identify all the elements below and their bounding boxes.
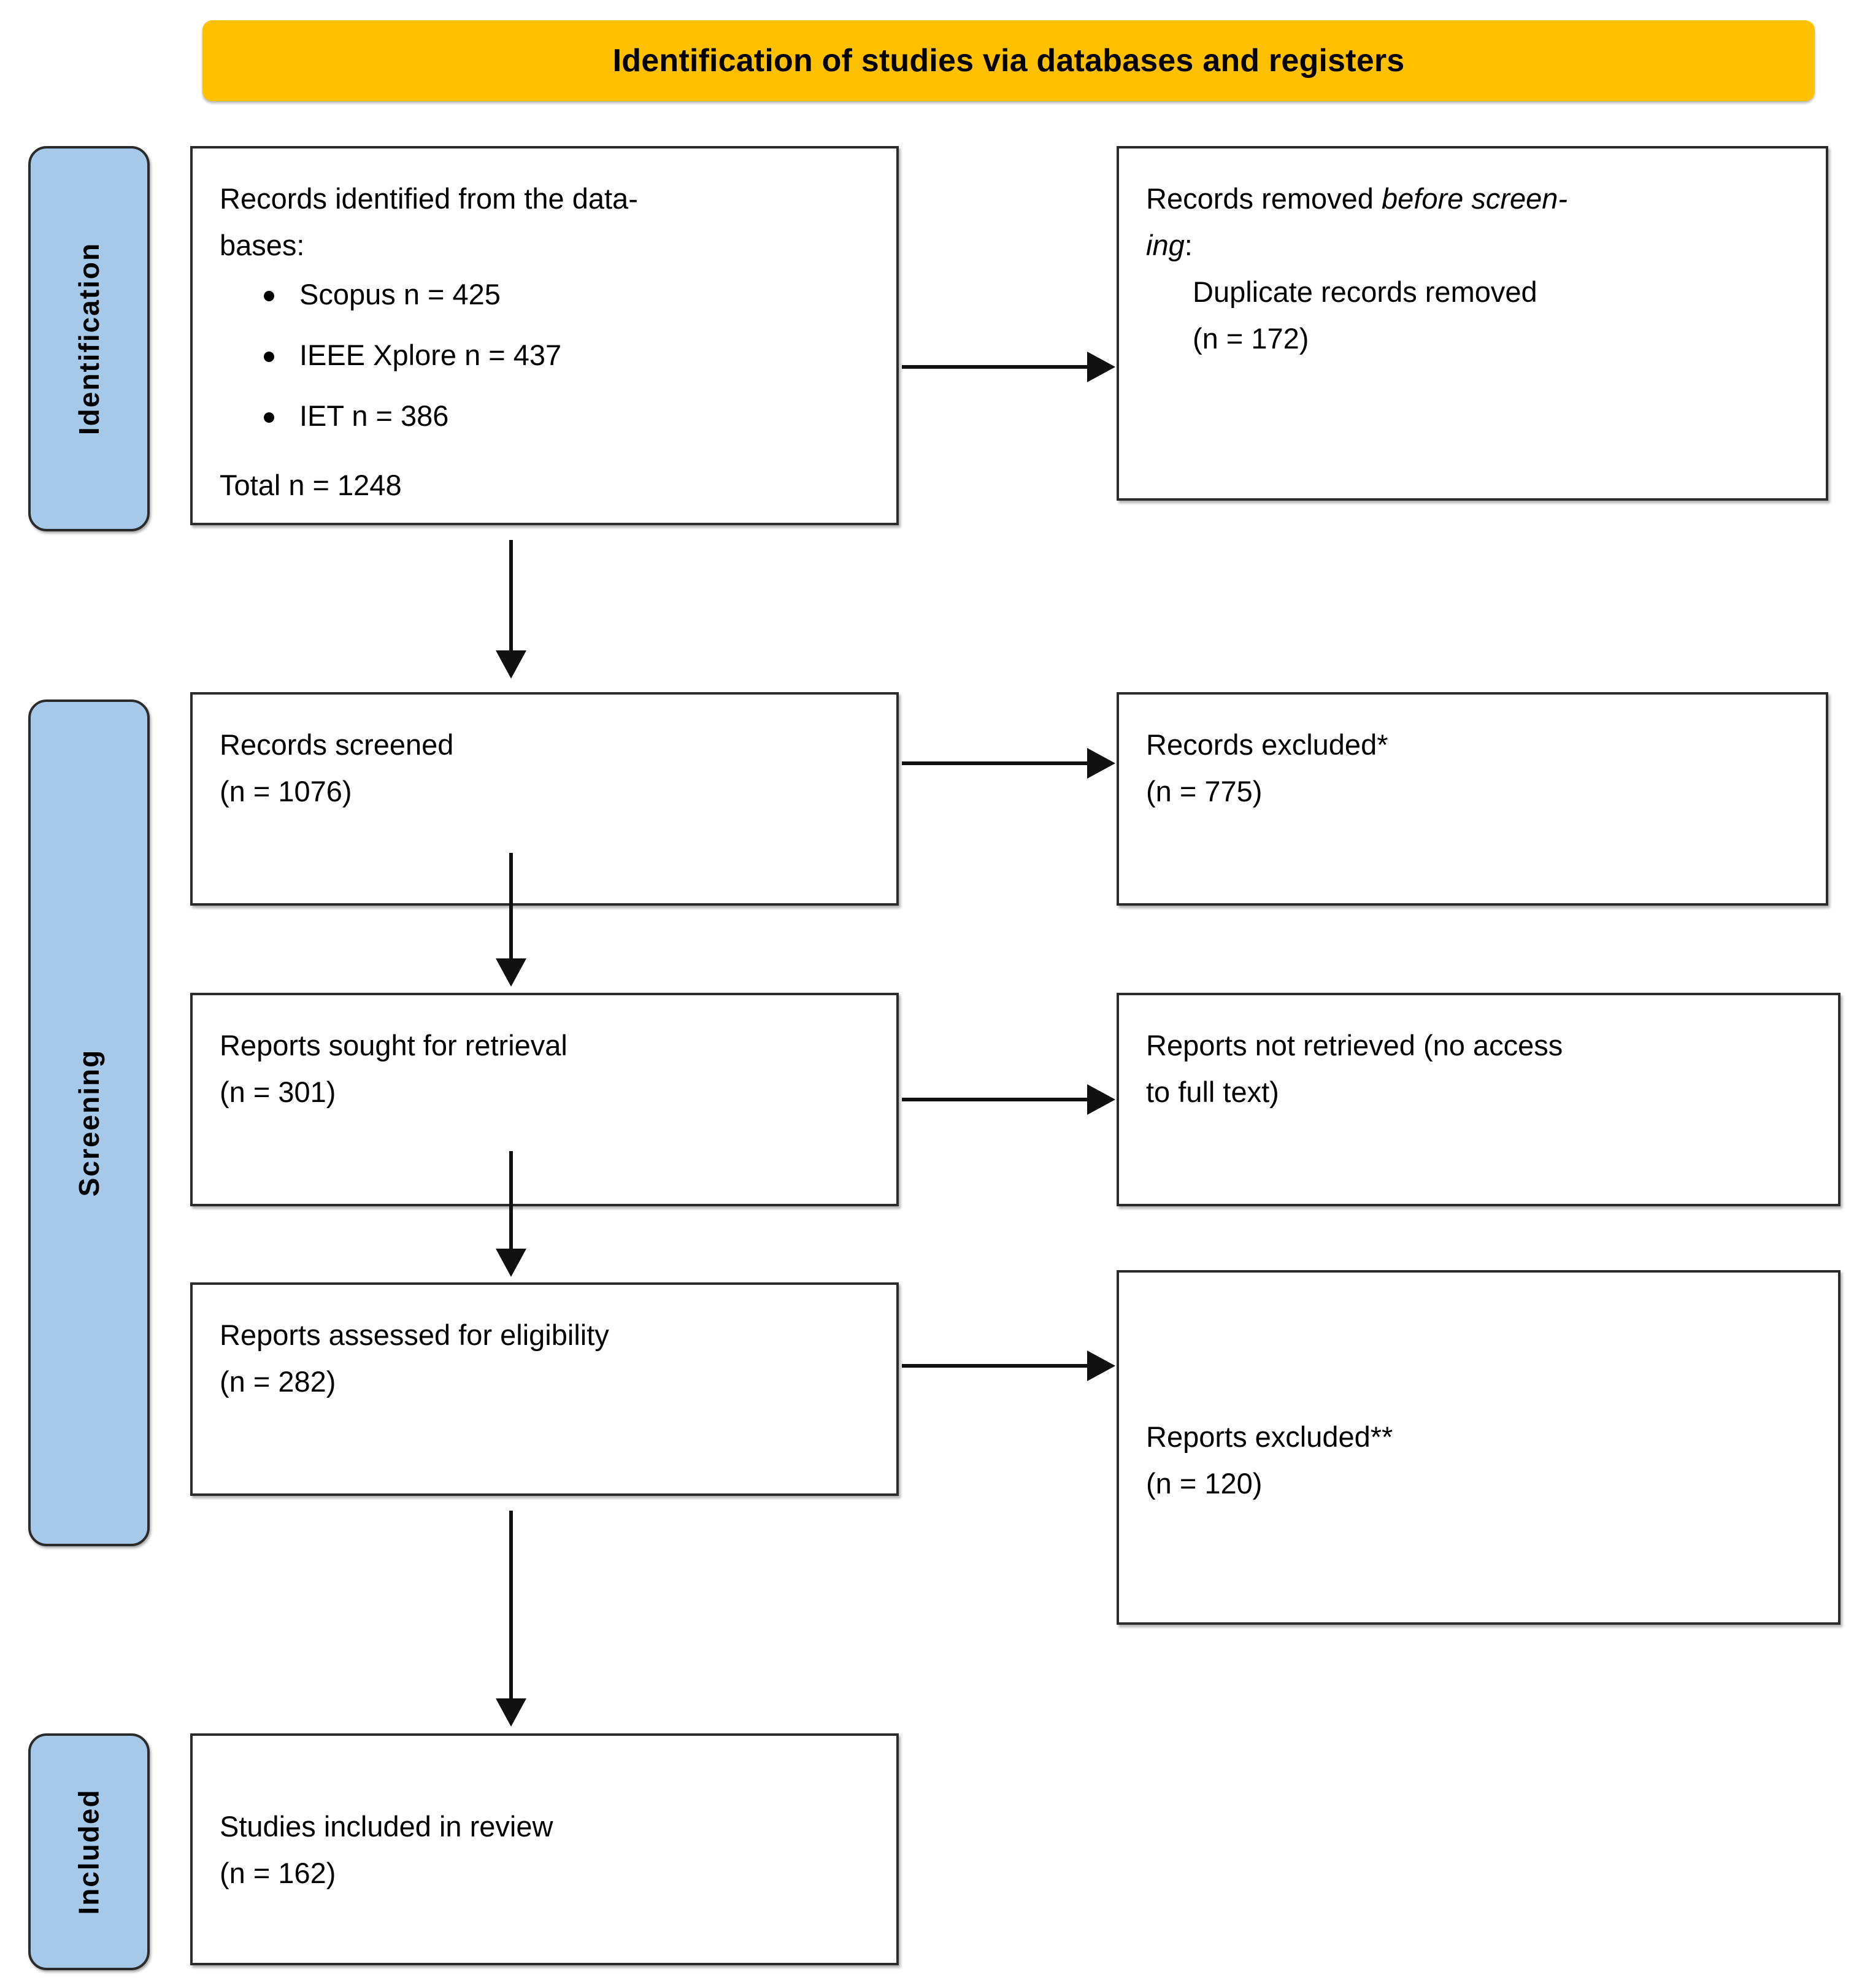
stage-bar-screening: Screening [28,699,150,1546]
records-removed-heading-line2: ing: [1146,222,1801,269]
arrow-down-icon-sought-to-assessed [495,1151,527,1277]
database-source-list: Scopus n = 425 IEEE Xplore n = 437 IET n… [220,280,872,430]
arrow-down-icon-screened-to-sought [495,853,527,987]
arrow-right-icon-screened-to-excluded [902,747,1115,779]
arrow-shaft [902,1098,1087,1101]
arrow-shaft [509,1151,513,1249]
reports-not-retrieved-label-line1: Reports not retrieved (no access [1146,1029,1563,1061]
arrow-right-icon-assessed-to-reports-excluded [902,1350,1115,1382]
arrow-head [496,958,526,987]
box-reports-assessed: Reports assessed for eligibility (n = 28… [190,1282,899,1496]
list-item: Scopus n = 425 [264,280,872,309]
arrow-head [496,1698,526,1727]
box-records-excluded: Records excluded* (n = 775) [1117,692,1828,906]
records-removed-plain: Records removed [1146,182,1382,215]
arrow-shaft [902,365,1087,369]
list-item: IET n = 386 [264,401,872,430]
duplicate-records-removed-label: Duplicate records removed [1193,275,1537,309]
reports-assessed-count: (n = 282) [220,1365,336,1398]
stage-label-screening: Screening [73,1049,106,1197]
records-screened-label: Records screened [220,728,454,761]
box-records-identified: Records identified from the data- bases:… [190,146,899,525]
page-title: Identification of studies via databases … [612,43,1405,79]
records-identified-total: Total n = 1248 [220,469,402,502]
records-removed-italic: before screen- [1382,182,1568,215]
arrow-down-icon-identified-to-screened [495,540,527,679]
studies-included-label: Studies included in review [220,1810,553,1843]
duplicate-records-removed-count: (n = 172) [1193,322,1309,355]
list-item: IEEE Xplore n = 437 [264,341,872,369]
arrow-down-icon-assessed-to-included [495,1511,527,1727]
box-reports-not-retrieved: Reports not retrieved (no access to full… [1117,993,1841,1206]
records-removed-italic-2: ing [1146,229,1185,262]
stage-bar-identification: Identification [28,146,150,531]
records-screened-count: (n = 1076) [220,775,352,808]
studies-included-count: (n = 162) [220,1857,336,1890]
arrow-head [1087,748,1115,779]
box-records-screened: Records screened (n = 1076) [190,692,899,906]
arrow-head [1087,1350,1115,1381]
arrow-shaft [509,1511,513,1698]
reports-sought-label: Reports sought for retrieval [220,1029,567,1061]
reports-sought-count: (n = 301) [220,1076,336,1109]
records-identified-heading-line2: bases: [220,229,305,262]
box-reports-sought: Reports sought for retrieval (n = 301) [190,993,899,1206]
arrow-head [1087,352,1115,382]
arrow-shaft [902,761,1087,765]
stage-label-included: Included [73,1789,105,1915]
box-reports-excluded: Reports excluded** (n = 120) [1117,1270,1841,1625]
arrow-head [496,650,526,679]
diagram-header-banner: Identification of studies via databases … [202,20,1815,101]
records-removed-colon: : [1184,229,1193,262]
box-studies-included: Studies included in review (n = 162) [190,1733,899,1965]
reports-assessed-label: Reports assessed for eligibility [220,1319,609,1351]
arrow-head [496,1249,526,1277]
reports-excluded-count: (n = 120) [1146,1467,1263,1500]
records-excluded-count: (n = 775) [1146,775,1263,808]
arrow-shaft [509,853,513,958]
arrow-right-icon-sought-to-not-retrieved [902,1084,1115,1115]
arrow-right-icon-identified-to-removed [902,351,1115,383]
records-removed-heading-line1: Records removed before screen- [1146,175,1801,222]
arrow-shaft [902,1364,1087,1368]
reports-not-retrieved-label-line2: to full text) [1146,1076,1279,1109]
stage-bar-included: Included [28,1733,150,1970]
records-identified-heading-line1: Records identified from the data- [220,182,638,215]
records-excluded-label: Records excluded* [1146,728,1388,761]
arrow-shaft [509,540,513,650]
reports-excluded-label: Reports excluded** [1146,1420,1393,1453]
box-records-removed: Records removed before screen- ing: Dupl… [1117,146,1828,501]
arrow-head [1087,1084,1115,1115]
stage-label-identification: Identification [73,242,106,436]
